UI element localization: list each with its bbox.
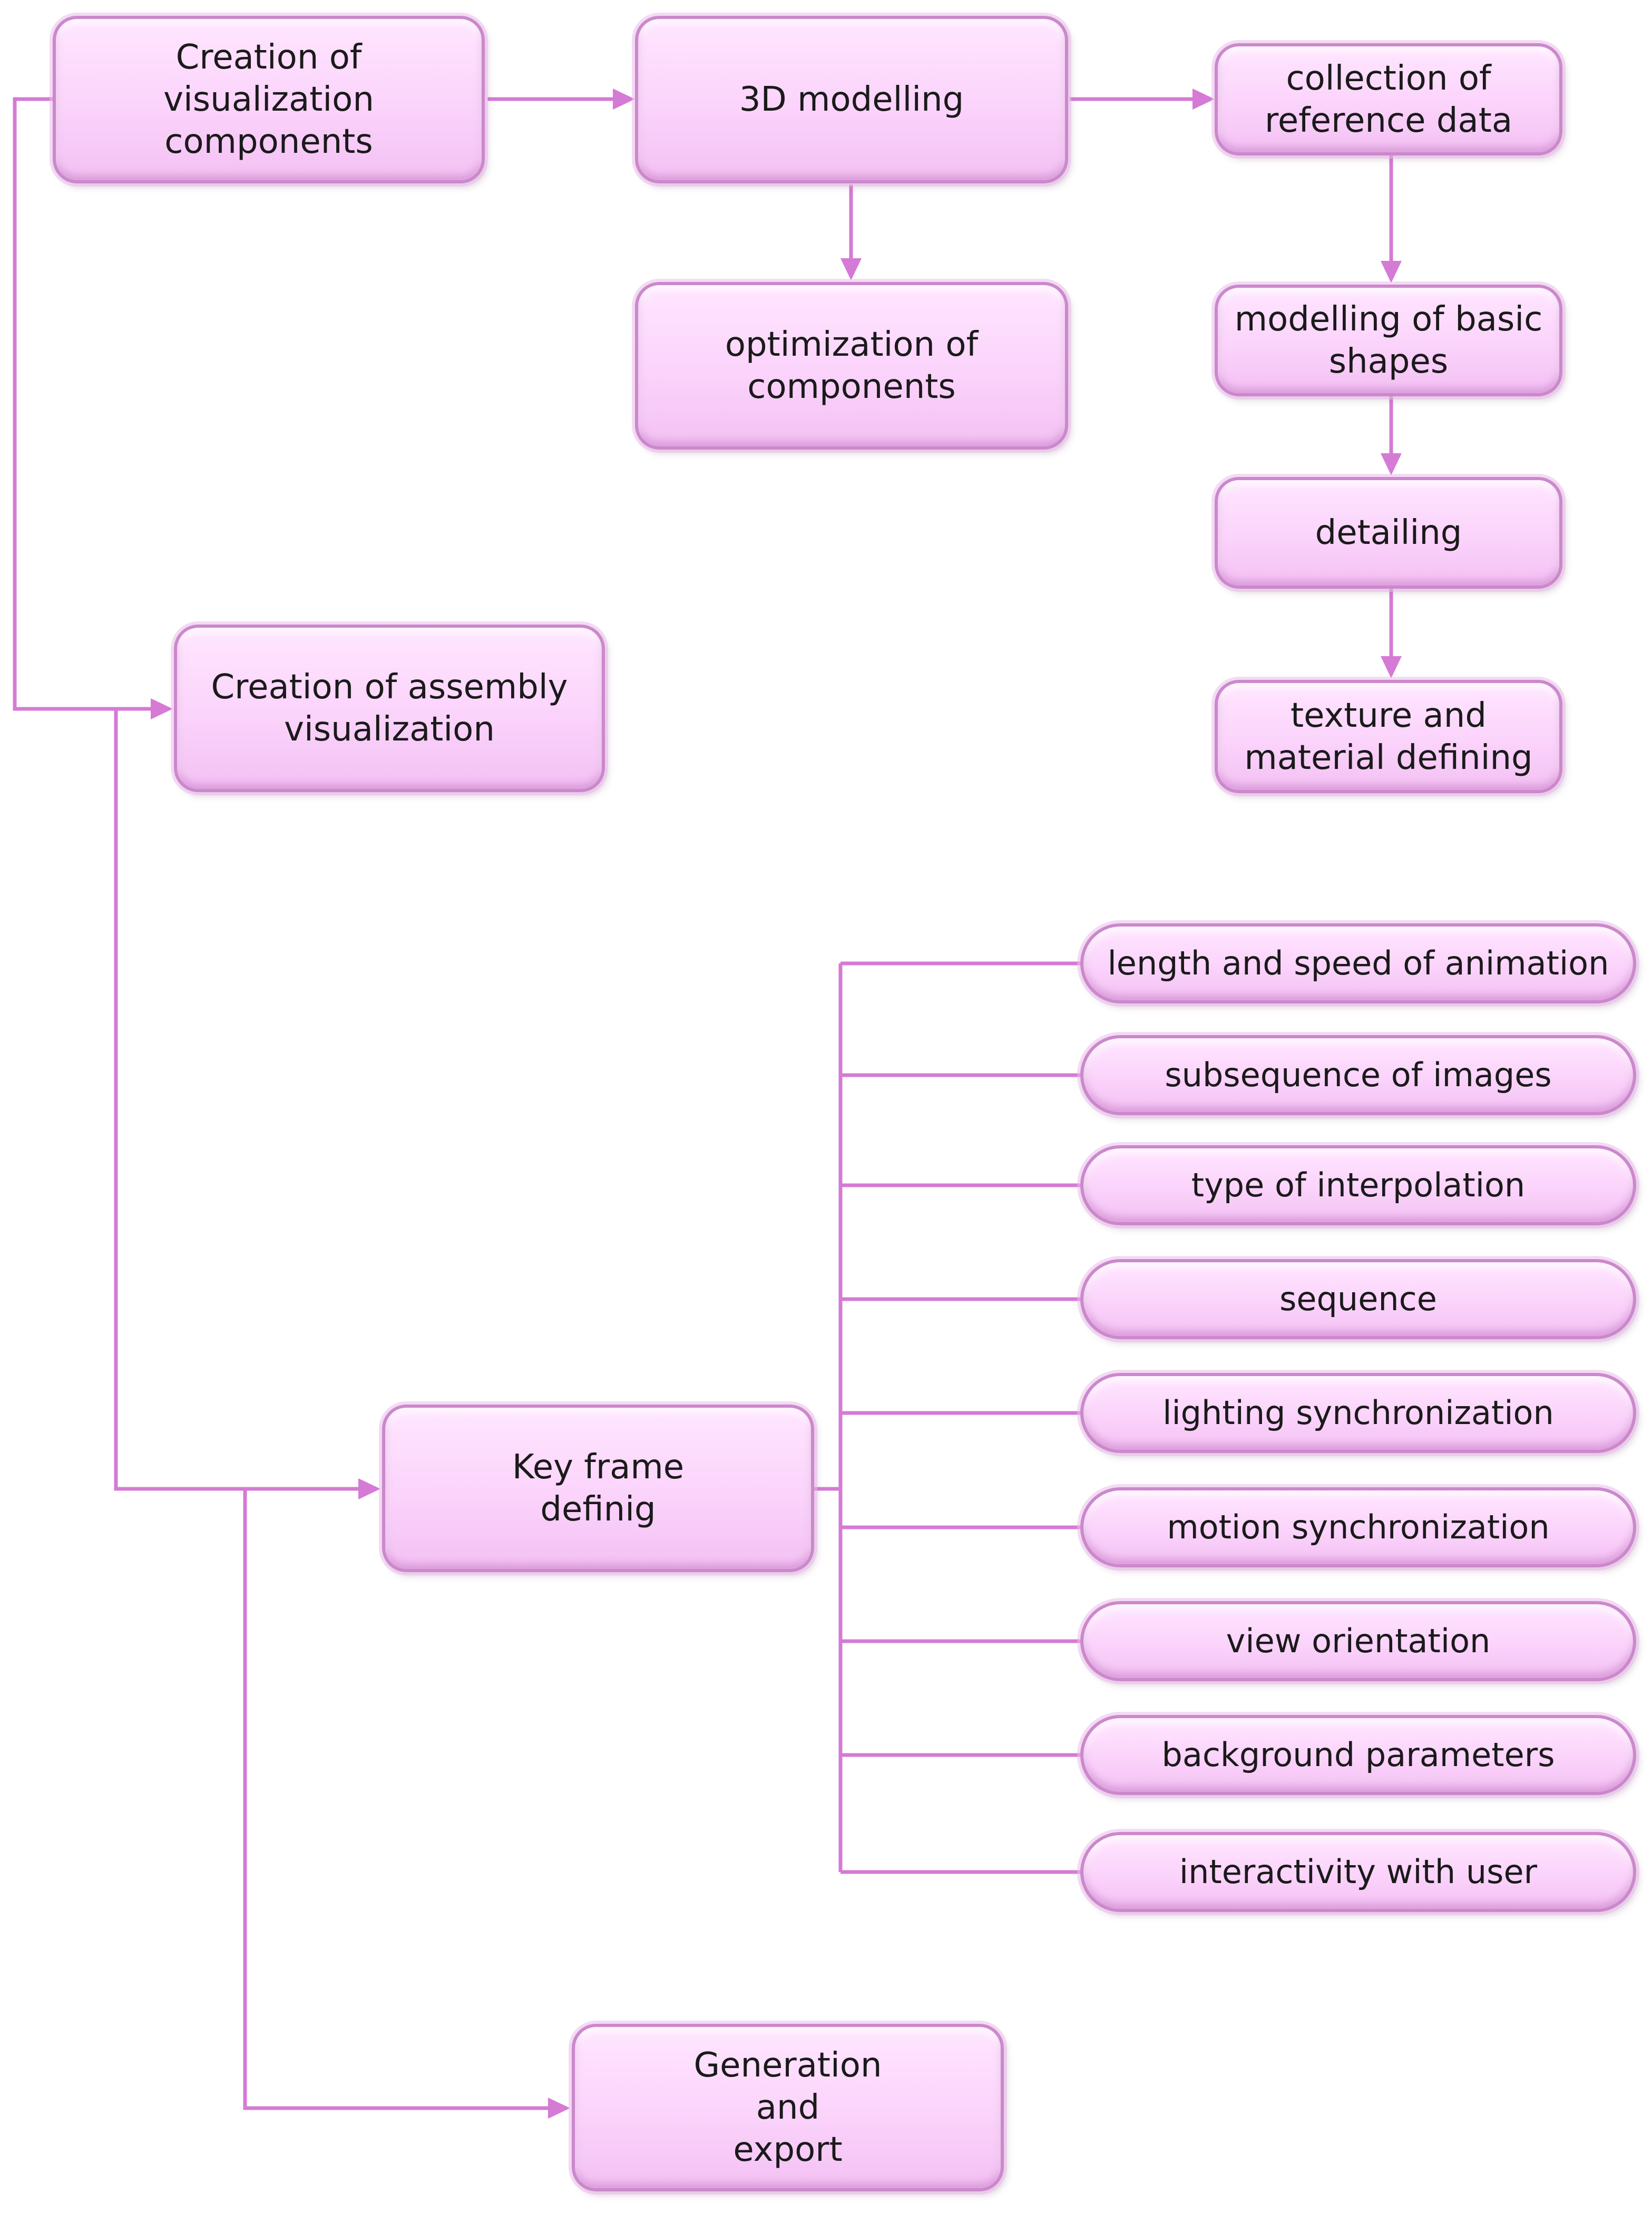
arrowhead [1381, 261, 1402, 283]
node-parameter-interactivity-with-user: interactivity with user [1080, 1832, 1636, 1912]
node-modelling-of-basic-shapes: modelling of basic shapes [1215, 285, 1562, 396]
arrowhead [1381, 656, 1402, 678]
arrowhead [548, 2098, 570, 2119]
node-creation-of-assembly-visualization: Creation of assembly visualization [174, 625, 605, 792]
arrowhead [613, 89, 635, 110]
arrowhead [1381, 453, 1402, 475]
arrowhead [151, 698, 173, 719]
node-parameter-subsequence-of-images: subsequence of images [1080, 1035, 1636, 1115]
node-3d-modelling: 3D modelling [635, 16, 1068, 183]
connector-to-generation [243, 1489, 548, 2110]
node-optimization-of-components: optimization of components [635, 282, 1068, 450]
node-parameter-sequence: sequence [1080, 1259, 1636, 1339]
arrowhead [358, 1478, 380, 1499]
node-parameter-length-and-speed: length and speed of animation [1080, 923, 1636, 1003]
node-key-frame-definig: Key frame definig [382, 1405, 814, 1572]
node-creation-of-visualization-components: Creation of visualization components [53, 16, 485, 183]
node-parameter-view-orientation: view orientation [1080, 1601, 1636, 1681]
node-parameter-background-parameters: background parameters [1080, 1715, 1636, 1795]
node-collection-of-reference-data: collection of reference data [1215, 43, 1562, 155]
node-parameter-motion-synchronization: motion synchronization [1080, 1487, 1636, 1567]
arrowhead [840, 258, 862, 280]
node-parameter-type-of-interpolation: type of interpolation [1080, 1145, 1636, 1225]
connector-assembly-to-keyframe [114, 709, 358, 1491]
node-texture-and-material-defining: texture and material defining [1215, 680, 1562, 793]
node-generation-and-export: Generation and export [572, 2024, 1004, 2191]
connector-components-to-assembly [13, 97, 153, 711]
node-parameter-lighting-synchronization: lighting synchronization [1080, 1373, 1636, 1453]
node-detailing: detailing [1215, 477, 1562, 589]
arrowhead [1192, 89, 1215, 110]
